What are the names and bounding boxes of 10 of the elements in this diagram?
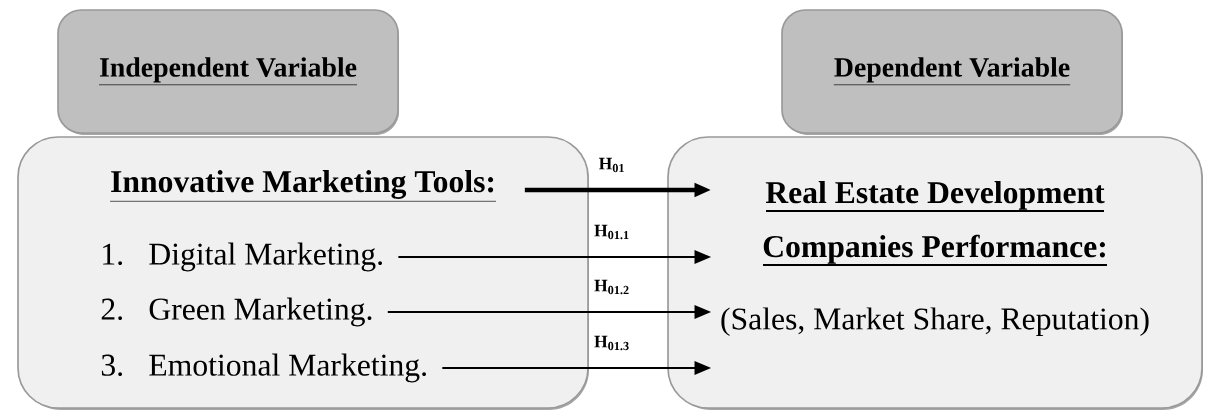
list-item: 3. Emotional Marketing. (101, 353, 426, 383)
list-item: 2. Green Marketing. (101, 297, 372, 327)
list-item: 1. Digital Marketing. (103, 242, 382, 272)
header-box: Independent Variable (57, 9, 399, 135)
header-box: Dependent Variable (781, 9, 1123, 135)
edge-label: H$_{01.2}$ (592, 278, 632, 296)
edge-label: H$_{01.3}$ (592, 334, 632, 352)
edge-label: H$_{01}$ (597, 156, 628, 174)
variable-box: Real Estate Development Companies Performance: (Sales, Market Share, Reputation) (667, 136, 1203, 410)
edge-label: H$_{01.1}$ (592, 223, 632, 241)
